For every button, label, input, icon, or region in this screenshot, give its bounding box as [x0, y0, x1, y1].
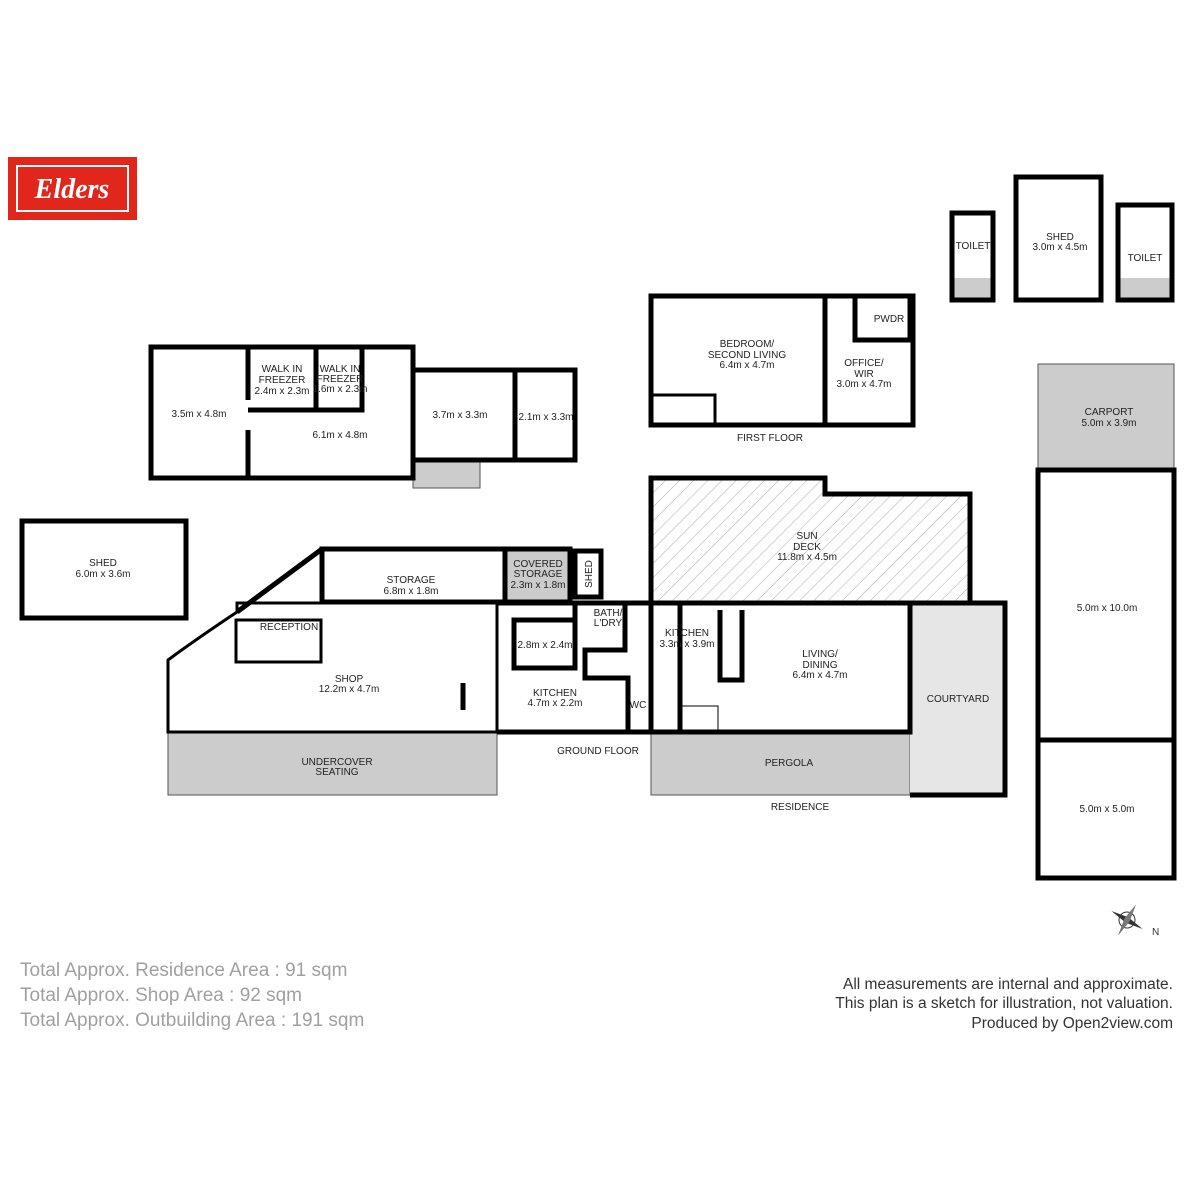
room-label: 5.0m x 5.0m — [1079, 804, 1134, 815]
room-label: 6.1m x 4.8m — [312, 430, 367, 441]
room-label: TOILET — [1128, 253, 1163, 264]
shop-building: RECEPTION SHOP 12.2m x 4.7m UNDERCOVER S… — [166, 546, 651, 796]
room-label: 6.8m x 1.8m — [383, 586, 438, 597]
room-label: 12.2m x 4.7m — [319, 684, 380, 695]
room-label: WALK IN — [262, 364, 303, 375]
room-label: RESIDENCE — [771, 802, 830, 813]
outbuildings-right: TOILET SHED 3.0m x 4.5m TOILET CARPORT 5… — [949, 174, 1177, 881]
residence-area: Total Approx. Residence Area : 91 sqm — [20, 960, 348, 981]
room-label: PERGOLA — [765, 758, 814, 769]
room-label: WIR — [854, 369, 873, 380]
room-label: TOILET — [956, 241, 991, 252]
room-label: SUN — [796, 531, 817, 542]
room-label: 2.8m x 2.4m — [517, 640, 572, 651]
room-label: KITCHEN — [533, 688, 577, 699]
room-label: 3.0m x 4.5m — [1032, 242, 1087, 253]
room-label: GROUND FLOOR — [557, 746, 639, 757]
room-label: CARPORT — [1085, 407, 1134, 418]
room-label: RECEPTION — [260, 622, 318, 633]
shop-area: Total Approx. Shop Area : 92 sqm — [20, 985, 303, 1006]
room-label: FREEZER — [259, 375, 306, 386]
room-label: FREEZER — [317, 374, 364, 385]
first-floor: BEDROOM/ SECOND LIVING 6.4m x 4.7m OFFIC… — [648, 293, 916, 444]
room-label: 5.0m x 10.0m — [1077, 603, 1138, 614]
room-label: STORAGE — [387, 575, 436, 586]
elders-logo: Elders — [8, 157, 137, 220]
room-label: BEDROOM/ — [720, 339, 775, 350]
residence: SUN DECK 11.8m x 4.5m KITCHEN 3.3m x 3.9… — [648, 475, 1008, 813]
disclaimer-line: All measurements are internal and approx… — [843, 976, 1173, 993]
room-label: FIRST FLOOR — [737, 433, 803, 444]
room-label: 5.0m x 3.9m — [1081, 418, 1136, 429]
room-label: KITCHEN — [665, 628, 709, 639]
room-label: SHED — [1046, 232, 1074, 243]
room-label: BATH/ — [594, 608, 623, 619]
room-label: 2.4m x 2.3m — [254, 386, 309, 397]
room-label: UNDERCOVER — [301, 757, 372, 768]
room-label: WALK IN — [320, 364, 361, 375]
room-label: PWDR — [874, 314, 905, 325]
room-label: 3.5m x 4.8m — [171, 409, 226, 420]
outbuilding-main: 3.5m x 4.8m WALK IN FREEZER 2.4m x 2.3m … — [148, 344, 578, 489]
room-label: 6.4m x 4.7m — [792, 670, 847, 681]
room-label: SECOND LIVING — [708, 350, 787, 361]
room-label: 2.3m x 1.8m — [510, 580, 565, 591]
room-label: 2.1m x 3.3m — [518, 412, 573, 423]
room-label: 11.8m x 4.5m — [777, 552, 837, 563]
room-label: 3.3m x 3.9m — [659, 639, 714, 650]
outbuilding-area: Total Approx. Outbuilding Area : 191 sqm — [20, 1010, 365, 1031]
room-label: 6.0m x 3.6m — [75, 569, 130, 580]
room-label: Elders — [34, 174, 110, 205]
room-label: SHOP — [335, 674, 364, 685]
room-label: 1.6m x 2.3m — [312, 384, 367, 395]
room-label: SHED — [89, 558, 117, 569]
room-label: 6.4m x 4.7m — [719, 360, 774, 371]
room-label: L'DRY — [594, 618, 623, 629]
shed-left: SHED 6.0m x 3.6m — [19, 518, 189, 621]
compass-north-letter: N — [1152, 927, 1159, 938]
producer-credit: Produced by Open2view.com — [971, 1015, 1173, 1032]
room-label: SHED — [584, 560, 595, 588]
disclaimer-line: This plan is a sketch for illustration, … — [835, 995, 1173, 1012]
room-label: STORAGE — [514, 569, 563, 580]
compass-rose-icon — [1111, 904, 1143, 936]
room-label: 3.0m x 4.7m — [836, 379, 891, 390]
room-label: COVERED — [513, 559, 562, 570]
room-label: DECK — [793, 542, 821, 553]
room-label: SEATING — [315, 767, 358, 778]
room-label: DINING — [803, 660, 838, 671]
room-label: COURTYARD — [927, 694, 989, 705]
room-label: 4.7m x 2.2m — [527, 698, 582, 709]
room-label: LIVING/ — [802, 649, 838, 660]
room-label: WC — [630, 700, 647, 711]
room-label: OFFICE/ — [844, 358, 884, 369]
room-label: 3.7m x 3.3m — [432, 410, 487, 421]
